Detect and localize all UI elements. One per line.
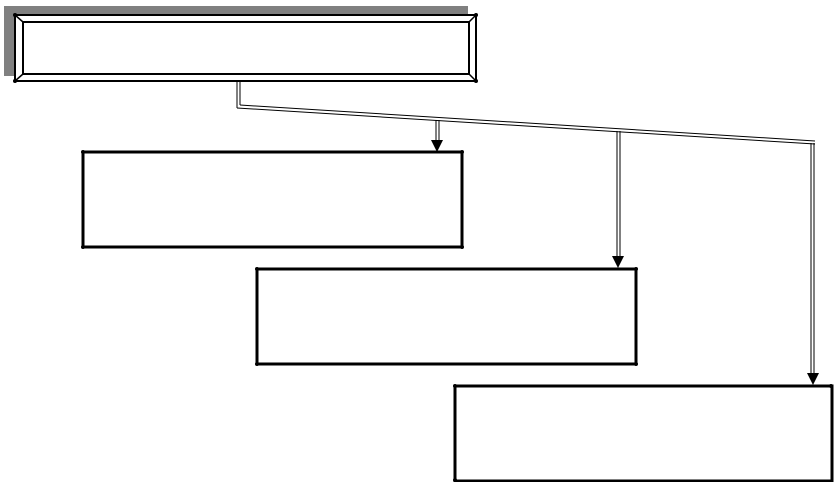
arrowhead-child-2 [612, 256, 624, 268]
arrowheads [431, 140, 819, 385]
child-box-3 [453, 384, 834, 482]
arrowhead-child-1 [431, 140, 443, 152]
arrowhead-child-3 [807, 373, 819, 385]
connectors [236, 81, 816, 375]
root-box [4, 6, 478, 83]
root-box-inner [22, 21, 470, 75]
child-box-1 [81, 150, 464, 249]
child-box-2 [255, 267, 638, 366]
